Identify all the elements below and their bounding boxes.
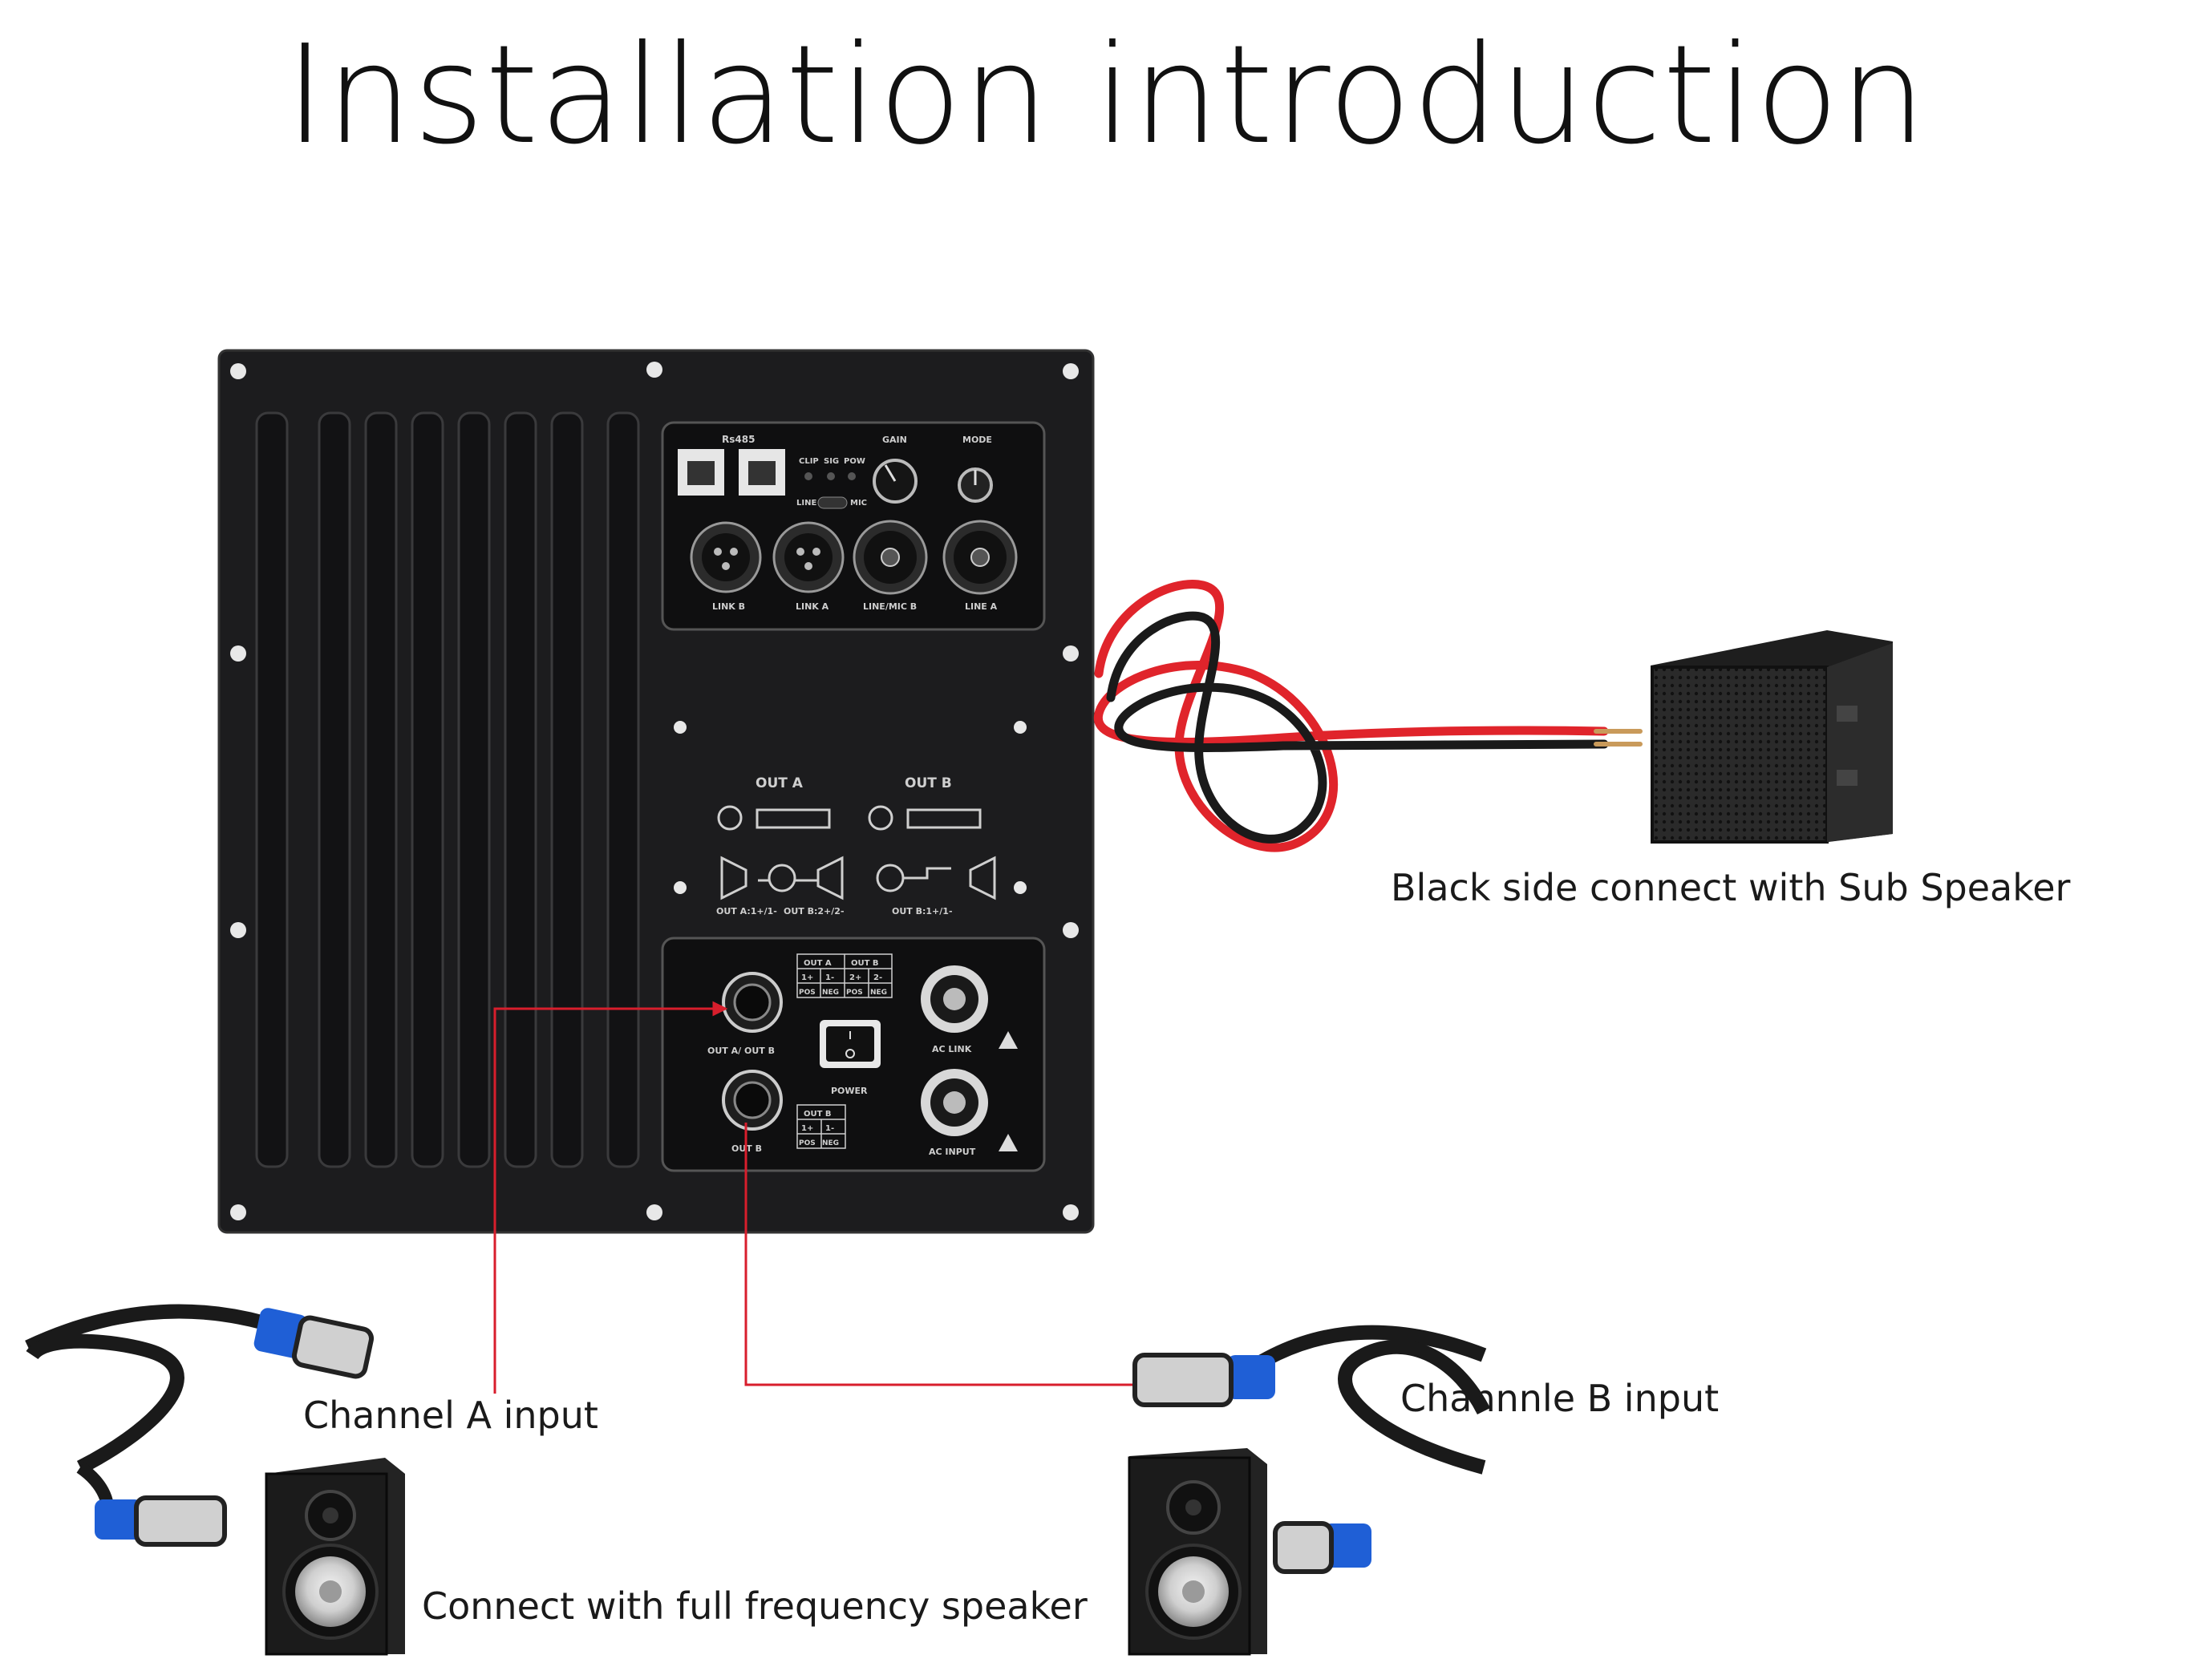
out-a-heading: OUT A — [756, 775, 804, 791]
svg-text:1-: 1- — [825, 973, 834, 982]
svg-text:CLIP: CLIP — [799, 457, 819, 466]
svg-text:2-: 2- — [873, 973, 882, 982]
speakon-out-b-socket — [722, 1070, 783, 1131]
svg-text:2+: 2+ — [849, 973, 861, 982]
pow-led — [848, 472, 856, 480]
clip-led — [804, 472, 812, 480]
svg-text:MIC: MIC — [850, 499, 867, 508]
wiring-guide: OUT A OUT B OUT A:1+/1- OUT B:2+/2- OUT … — [716, 775, 996, 916]
sub-speaker-label: Black side connect with Sub Speaker — [1391, 866, 2071, 909]
channel-b-label: Channnle B input — [1400, 1377, 1720, 1420]
svg-text:POS: POS — [799, 989, 816, 997]
channel-a-label: Channel A input — [303, 1394, 598, 1437]
svg-text:MODE: MODE — [962, 435, 992, 445]
ac-input-socket — [921, 1069, 988, 1136]
svg-text:OUT B: OUT B — [851, 959, 879, 968]
svg-text:NEG: NEG — [870, 989, 887, 997]
page-title: Installation introduction — [285, 16, 1927, 175]
svg-text:LINK B: LINK B — [712, 601, 745, 612]
svg-text:LINE A: LINE A — [965, 601, 998, 612]
svg-text:AC INPUT: AC INPUT — [929, 1147, 976, 1157]
svg-text:NEG: NEG — [822, 989, 839, 997]
svg-text:1+: 1+ — [801, 1124, 813, 1133]
svg-text:GAIN: GAIN — [882, 435, 907, 445]
xlr-link-b-connector — [690, 521, 762, 593]
svg-text:POW: POW — [844, 457, 865, 466]
svg-text:LINK A: LINK A — [796, 601, 829, 612]
svg-text:LINE/MIC B: LINE/MIC B — [863, 601, 917, 612]
pinout-table-1 — [796, 953, 893, 998]
svg-text:OUT B:1+/1-: OUT B:1+/1- — [892, 906, 953, 916]
input-module: Rs485 CLIP SIG POW LINE MIC GAIN MODE — [661, 421, 1046, 631]
rs485-label: Rs485 — [722, 434, 755, 445]
svg-text:1+: 1+ — [801, 973, 813, 982]
combo-line-mic-b-connector — [853, 520, 928, 595]
channel-a-speakon-cable — [25, 1304, 375, 1547]
pinout-table-2 — [796, 1104, 846, 1149]
amplifier-panel: Rs485 CLIP SIG POW LINE MIC GAIN MODE — [217, 349, 1095, 1234]
heatsink-fins — [255, 411, 640, 1168]
svg-text:OUT A/ OUT B: OUT A/ OUT B — [707, 1046, 775, 1056]
full-range-speaker-right — [1128, 1448, 1267, 1656]
svg-text:POWER: POWER — [831, 1086, 868, 1096]
svg-text:1-: 1- — [825, 1124, 834, 1133]
xlr-link-a-connector — [772, 521, 845, 593]
connection-guide-lines — [493, 1001, 1140, 1394]
svg-text:AC LINK: AC LINK — [932, 1044, 972, 1054]
svg-text:SIG: SIG — [824, 457, 839, 466]
speaker-wire — [1093, 580, 1643, 852]
sub-speaker-cabinet — [1651, 630, 1893, 844]
speakon-out-a-out-b-socket — [722, 972, 783, 1033]
warning-icon — [999, 1031, 1018, 1049]
svg-text:POS: POS — [799, 1139, 816, 1147]
ac-link-socket — [921, 965, 988, 1033]
combo-line-a-connector — [942, 520, 1018, 595]
svg-text:OUT A: OUT A — [804, 959, 832, 968]
output-power-module: OUT A/ OUT B OUT B OUT A OUT B 1+ 1- 2+ … — [661, 937, 1046, 1172]
channel-b-speakon-cable — [1132, 1325, 1491, 1574]
svg-text:LINE: LINE — [796, 499, 816, 508]
svg-text:OUT B:2+/2-: OUT B:2+/2- — [784, 906, 845, 916]
power-switch — [820, 1020, 881, 1068]
svg-text:NEG: NEG — [822, 1139, 839, 1147]
line-mic-switch — [817, 496, 848, 509]
svg-text:OUT A:1+/1-: OUT A:1+/1- — [716, 906, 777, 916]
full-range-label: Connect with full frequency speaker — [422, 1584, 1088, 1628]
warning-icon — [999, 1134, 1018, 1151]
svg-text:OUT B: OUT B — [804, 1110, 832, 1119]
out-b-heading: OUT B — [905, 775, 952, 791]
svg-text:POS: POS — [846, 989, 863, 997]
full-range-speaker-left — [265, 1458, 405, 1656]
sig-led — [827, 472, 835, 480]
